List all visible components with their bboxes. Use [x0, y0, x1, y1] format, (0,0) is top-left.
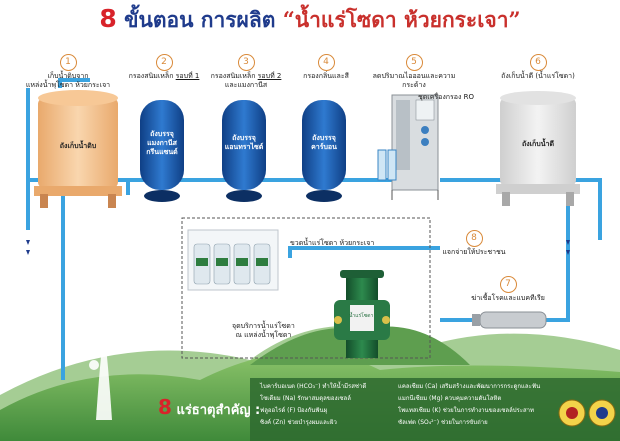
spring-fountain	[89, 330, 115, 420]
page-title: 8 ขั้นตอน การผลิต “น้ำแร่โซดา ห้วยกระเจา…	[0, 4, 620, 37]
dispenser-area	[181, 217, 431, 359]
tank-3-label: ถังบรรจุแอนทราไซต์	[224, 134, 264, 151]
mineral-item: ฟลูออไรด์ (F) ป้องกันฟันผุ	[260, 407, 328, 414]
tank-4-label: ถังบรรจุคาร์บอน	[311, 134, 337, 151]
tank-2-label: ถังบรรจุแมงกานีสกรีนแซนด์	[146, 130, 178, 156]
good-water-tank	[496, 91, 580, 206]
minerals-list: ไบคาร์บอเนต (HCO₃⁻) ทำให้น้ำมีรสซ่าดี แค…	[250, 380, 620, 441]
mineral-item: แคลเซียม (Ca) เสริมสร้างและพัฒนาการกระดู…	[398, 383, 541, 390]
agency-emblems	[558, 399, 616, 427]
step-6: 6 ถังเก็บน้ำดี (น้ำแร่โซดา)	[490, 54, 586, 81]
filter-tank-2	[140, 100, 184, 202]
dispenser-label: จุดบริการน้ำแร่โซดาณ แหล่งน้ำพุโซดา	[232, 322, 295, 339]
mineral-item: โซเดียม (Na) รักษาสมดุลของเซลล์	[260, 395, 351, 402]
dispenser-sign: น้ำแร่โซดา	[349, 313, 374, 319]
filter-tank-3	[222, 100, 266, 202]
mineral-item: ซัลเฟต (SO₄²⁻) ช่วยในการขับถ่าย	[398, 419, 488, 426]
raw-water-tank	[34, 90, 122, 208]
bottles-label: ขวดน้ำแร่โซดา ห้วยกระเจา	[290, 239, 375, 247]
mineral-item: แมกนีเซียม (Mg) ควบคุมความดันโลหิต	[398, 395, 502, 402]
step-5: 5 ลดปริมาณไอออนและความกระด้าง	[366, 54, 462, 90]
dark-band	[250, 378, 620, 441]
raw-tank-label: ถังเก็บน้ำดิบ	[59, 142, 97, 150]
good-tank-label: ถังเก็บน้ำดี	[522, 140, 554, 148]
step-2: 2 กรองสนิมเหล็ก รอบที่ 1	[116, 54, 212, 81]
filter-tank-4	[302, 100, 346, 202]
ro-machine	[377, 94, 439, 200]
pipes	[26, 78, 602, 380]
minerals-count: 8	[158, 395, 172, 419]
dispenser	[334, 270, 390, 358]
title-brand: “น้ำแร่โซดา ห้วยกระเจา”	[282, 7, 521, 32]
mineral-item: ไบคาร์บอเนต (HCO₃⁻) ทำให้น้ำมีรสซ่าดี	[260, 383, 367, 390]
mineral-item: โพแทสเซียม (K) ช่วยในการทำงานของเซลล์ประ…	[398, 407, 534, 414]
bottle-pack	[187, 229, 279, 291]
title-main: ขั้นตอน การผลิต	[124, 8, 276, 32]
uv-sterilizer	[472, 311, 547, 329]
minerals-title: 8 แร่ธาตุสำคัญ :	[158, 395, 261, 419]
step-1: 1 เก็บน้ำดิบจากแหล่งน้ำพุโซดา ห้วยกระเจา	[20, 54, 116, 90]
flow-arrows	[26, 240, 570, 255]
step-4: 4 กรองกลิ่นและสี	[278, 54, 374, 81]
mineral-item: ซิงค์ (Zn) ช่วยบำรุงผมและผิว	[260, 419, 337, 426]
title-number: 8	[99, 4, 117, 33]
step-7: 7 ฆ่าเชื้อโรคและแบคทีเรีย	[460, 276, 556, 303]
step-8: 8 แจกจ่ายให้ประชาชน	[426, 230, 522, 257]
ro-label: ชุดเครื่องกรอง RO	[418, 93, 474, 101]
